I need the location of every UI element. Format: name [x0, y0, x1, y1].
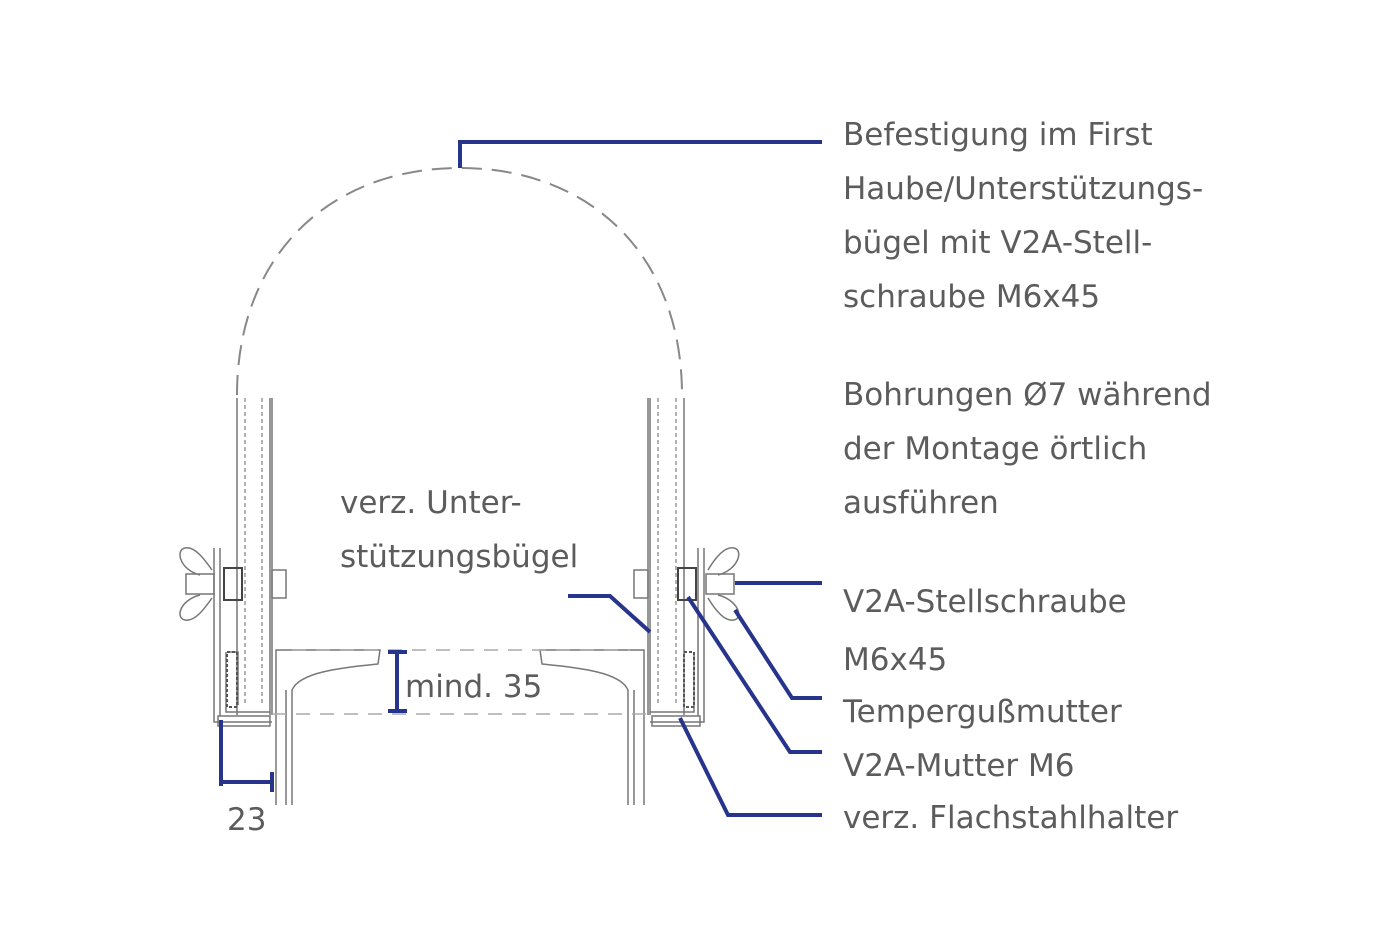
- label-bohrungen-3: ausführen: [843, 485, 999, 521]
- label-tempergussmutter: Tempergußmutter: [842, 694, 1122, 730]
- label-befestigung-4: schraube M6x45: [843, 279, 1100, 315]
- right-support-post: [647, 398, 705, 727]
- label-mutter: V2A-Mutter M6: [843, 748, 1075, 784]
- min-height-dimension: [388, 650, 407, 713]
- leader-tempergussmutter: [733, 608, 822, 700]
- leader-buegel: [568, 594, 652, 634]
- left-angle-iron: [275, 649, 381, 805]
- label-buegel-1: verz. Unter-: [340, 485, 522, 521]
- right-wing-nut: [633, 547, 740, 621]
- label-buegel-2: stützungsbügel: [340, 539, 578, 575]
- left-wing-nut: [179, 547, 287, 621]
- label-stellschraube-2: M6x45: [843, 642, 947, 678]
- width-dimension: [219, 720, 274, 792]
- right-angle-iron: [539, 649, 645, 805]
- min-height-label: mind. 35: [405, 669, 542, 705]
- leader-mutter: [686, 595, 822, 754]
- label-befestigung-2: Haube/Unterstützungs-: [843, 171, 1203, 207]
- hood-outline: [236, 166, 683, 396]
- label-bohrungen-2: der Montage örtlich: [843, 431, 1147, 467]
- label-bohrungen-1: Bohrungen Ø7 während: [843, 377, 1212, 413]
- label-flachstahlhalter: verz. Flachstahlhalter: [843, 800, 1178, 836]
- leader-befestigung: [458, 140, 822, 168]
- leader-flachstahlhalter: [678, 717, 822, 817]
- width-label: 23: [227, 802, 266, 838]
- label-befestigung-1: Befestigung im First: [843, 117, 1153, 153]
- left-support-post: [213, 398, 273, 727]
- label-stellschraube-1: V2A-Stellschraube: [843, 584, 1127, 620]
- label-befestigung-3: bügel mit V2A-Stell-: [843, 225, 1152, 261]
